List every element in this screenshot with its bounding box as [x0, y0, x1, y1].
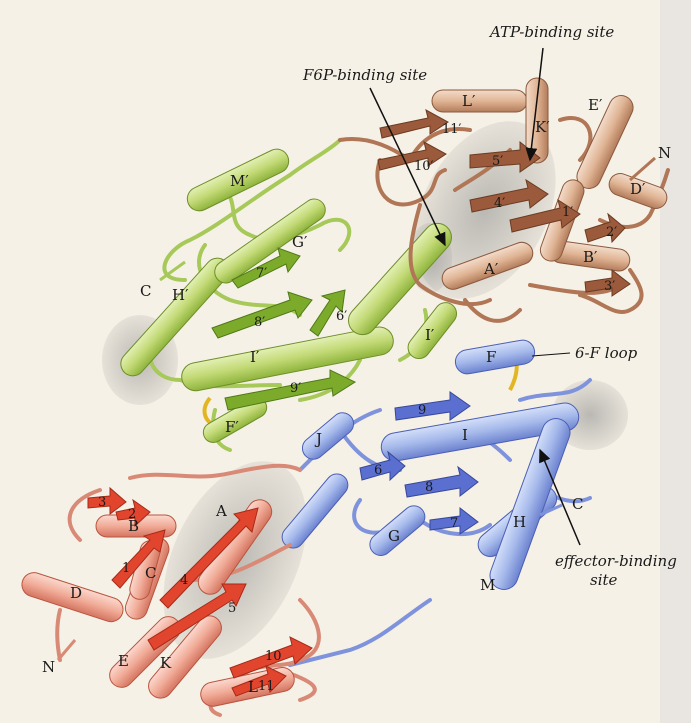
c-terminus-green: C [140, 282, 151, 300]
label-J: J [314, 430, 322, 448]
label-I-prime-long: I′ [250, 348, 260, 366]
label-H-prime: H′ [172, 286, 189, 304]
label-K-prime: K′ [535, 118, 550, 136]
effector-binding-label-line1: effector-binding [555, 552, 677, 570]
label-D: D [70, 584, 82, 602]
label-5: 5 [228, 601, 236, 616]
label-4: 4 [180, 573, 188, 588]
label-E-prime: E′ [588, 96, 603, 114]
label-1-prime: 1′ [562, 205, 573, 220]
label-I: I [462, 426, 468, 444]
label-E: E [118, 652, 129, 670]
f6p-binding-site-label: F6P-binding site [302, 66, 427, 84]
label-9-prime: 9′ [290, 381, 301, 396]
label-G: G [388, 527, 400, 545]
n-terminus-brown: N [658, 144, 671, 162]
effector-binding-label-line2: site [590, 571, 618, 589]
label-H: H [513, 513, 526, 531]
label-F: F [486, 348, 496, 366]
label-8-prime: 8′ [254, 315, 265, 330]
label-B-prime: B′ [583, 248, 598, 266]
label-1: 1 [122, 561, 130, 576]
c-terminus-blue: C [572, 495, 583, 513]
label-2: 2 [128, 507, 136, 522]
label-G-prime: G′ [292, 233, 308, 251]
label-3: 3 [98, 495, 106, 510]
label-11-prime: 11′ [442, 122, 462, 137]
label-I-prime-short: I′ [425, 326, 435, 344]
atp-binding-site-label: ATP-binding site [488, 23, 614, 41]
label-7-prime: 7′ [256, 266, 267, 281]
label-10-prime: 10′ [414, 159, 434, 174]
label-9: 9 [418, 403, 426, 418]
label-K: K [160, 654, 172, 672]
label-10: 10 [265, 649, 282, 664]
label-11: 11 [258, 679, 275, 694]
label-8: 8 [425, 480, 433, 495]
label-2-prime: 2′ [606, 225, 617, 240]
label-6: 6 [374, 463, 382, 478]
label-L-prime: L′ [462, 92, 476, 110]
label-F-prime: F′ [225, 418, 239, 436]
label-6-prime: 6′ [336, 309, 347, 324]
label-C: C [145, 564, 156, 582]
label-A-prime: A′ [483, 260, 499, 278]
loop-6f-label: 6-F loop [575, 344, 638, 362]
label-7: 7 [450, 516, 458, 531]
label-5-prime: 5′ [492, 154, 503, 169]
label-A: A [215, 502, 227, 520]
n-terminus-red: N [42, 658, 55, 676]
label-M-prime: M′ [230, 172, 249, 190]
label-D-prime: D′ [630, 180, 646, 198]
label-M: M [480, 576, 495, 594]
label-L: L [248, 678, 258, 696]
label-3-prime: 3′ [604, 279, 615, 294]
label-4-prime: 4′ [494, 196, 505, 211]
